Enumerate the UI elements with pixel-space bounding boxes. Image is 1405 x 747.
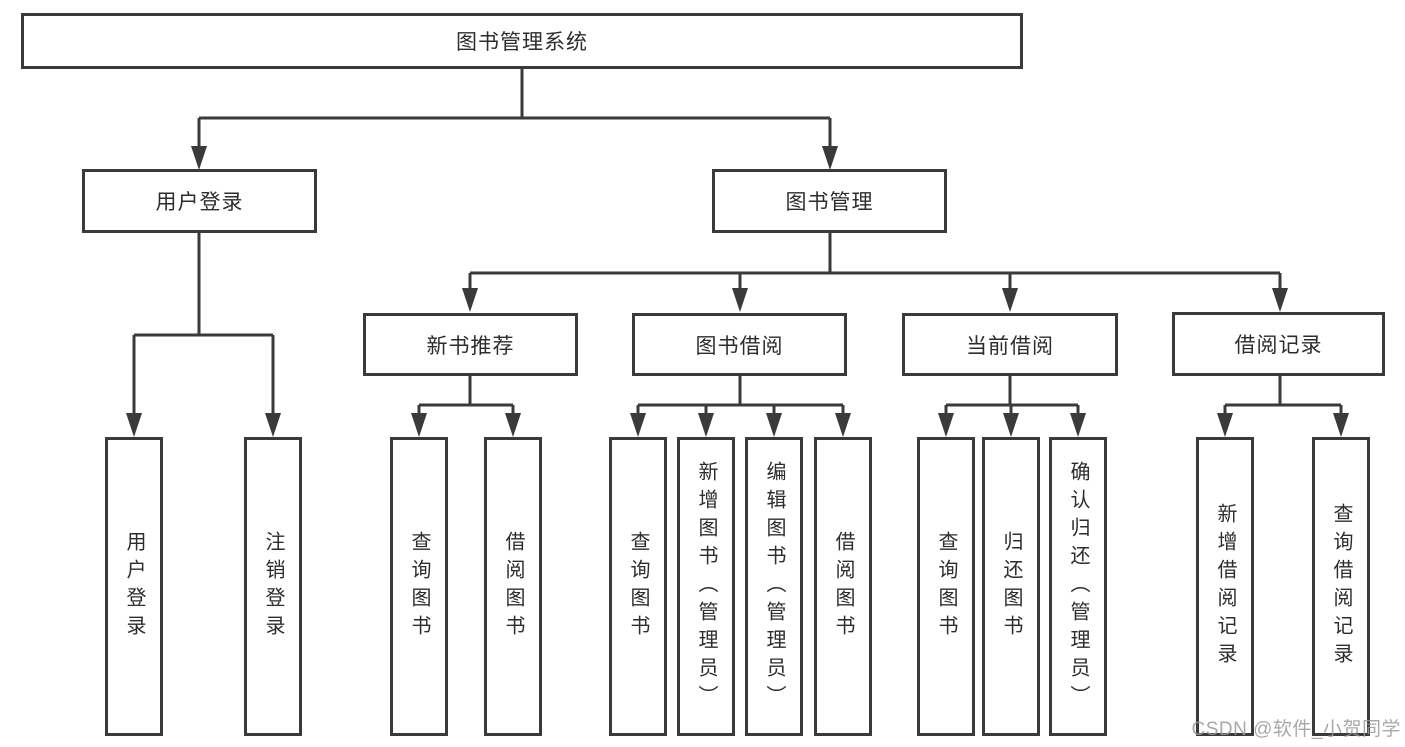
leaf-user-login: 用户登录 [105, 437, 163, 736]
leaf-add-book-admin: 新增图书（管理员） [677, 437, 735, 736]
node-root: 图书管理系统 [21, 13, 1023, 69]
leaf-query-book-current-label: 查询图书 [935, 530, 957, 643]
leaf-query-book-current: 查询图书 [917, 437, 975, 736]
node-book-borrow: 图书借阅 [632, 313, 847, 376]
connector-current-borrow-to-leaves [938, 376, 1086, 437]
leaf-query-book-borrow: 查询图书 [609, 437, 667, 736]
connector-user-login-to-leaves [126, 233, 281, 437]
leaf-query-book-borrow-label: 查询图书 [627, 530, 649, 643]
node-new-book-recommend: 新书推荐 [363, 313, 578, 376]
node-book-management-label: 图书管理 [785, 191, 874, 214]
leaf-borrow-book-recommend-label: 借阅图书 [502, 530, 524, 643]
leaf-add-book-admin-label: 新增图书（管理员） [695, 460, 717, 713]
leaf-user-login-label: 用户登录 [123, 530, 145, 643]
leaf-confirm-return-admin: 确认归还（管理员） [1049, 437, 1107, 736]
node-new-book-recommend-label: 新书推荐 [426, 334, 515, 358]
leaf-add-borrow-record-label: 新增借阅记录 [1214, 502, 1236, 671]
node-user-login: 用户登录 [82, 169, 317, 233]
leaf-borrow-book-recommend: 借阅图书 [484, 437, 542, 736]
leaf-return-book-label: 归还图书 [1000, 530, 1022, 643]
leaf-query-book-recommend: 查询图书 [390, 437, 448, 736]
connector-borrow-records-to-leaves [1217, 376, 1349, 437]
node-root-label: 图书管理系统 [456, 31, 588, 54]
leaf-query-book-recommend-label: 查询图书 [408, 530, 430, 643]
connector-root-to-level2 [191, 69, 838, 170]
leaf-query-borrow-record: 查询借阅记录 [1312, 437, 1370, 736]
leaf-edit-book-admin: 编辑图书（管理员） [745, 437, 803, 736]
node-user-login-label: 用户登录 [155, 191, 244, 214]
leaf-logout-login-label: 注销登录 [262, 530, 284, 643]
leaf-logout-login: 注销登录 [244, 437, 302, 736]
leaf-borrow-book: 借阅图书 [814, 437, 872, 736]
node-book-management: 图书管理 [712, 169, 947, 233]
leaf-add-borrow-record: 新增借阅记录 [1196, 437, 1254, 736]
node-current-borrow: 当前借阅 [902, 313, 1118, 376]
connector-book-management-to-level3 [462, 233, 1288, 312]
leaf-query-borrow-record-label: 查询借阅记录 [1330, 502, 1352, 671]
leaf-edit-book-admin-label: 编辑图书（管理员） [763, 460, 785, 713]
node-current-borrow-label: 当前借阅 [966, 334, 1054, 358]
node-borrow-records: 借阅记录 [1172, 312, 1385, 376]
node-book-borrow-label: 图书借阅 [695, 334, 784, 358]
connector-new-book-recommend-to-leaves [411, 376, 521, 437]
leaf-borrow-book-label: 借阅图书 [832, 530, 854, 643]
leaf-return-book: 归还图书 [982, 437, 1040, 736]
connector-book-borrow-to-leaves [630, 376, 851, 437]
leaf-confirm-return-admin-label: 确认归还（管理员） [1067, 460, 1089, 713]
node-borrow-records-label: 借阅记录 [1234, 334, 1323, 357]
watermark: CSDN @软件_小贺同学 [1191, 719, 1401, 740]
